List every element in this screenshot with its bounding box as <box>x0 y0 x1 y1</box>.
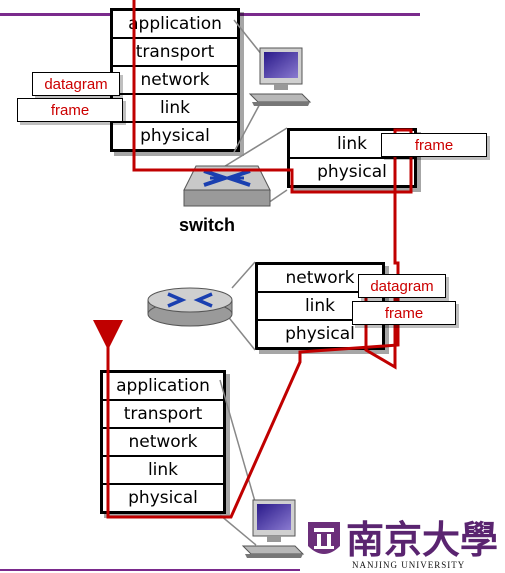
bottom-purple-rule <box>0 569 300 571</box>
top-frame-tag: frame <box>17 98 123 122</box>
bottom-application-layer: application <box>103 373 223 401</box>
top-host-protocol-stack: application transport network link physi… <box>110 8 240 152</box>
data-path-line <box>93 0 413 519</box>
callout-lines <box>219 19 288 546</box>
router-network-layer: network <box>258 265 382 293</box>
router-datagram-tag: datagram <box>358 274 446 298</box>
top-network-layer: network <box>113 67 237 95</box>
university-english-name: NANJING UNIVERSITY <box>352 560 466 570</box>
top-application-layer: application <box>113 11 237 39</box>
switch-physical-layer: physical <box>317 161 387 182</box>
bottom-computer-icon <box>241 499 305 558</box>
switch-icon <box>183 165 271 207</box>
switch-label: switch <box>179 215 236 235</box>
bottom-network-layer: network <box>103 429 223 457</box>
switch-link-layer: link <box>290 131 414 159</box>
top-physical-layer: physical <box>140 125 210 146</box>
bottom-host-protocol-stack: application transport network link physi… <box>100 370 226 514</box>
bottom-link-layer: link <box>103 457 223 485</box>
top-transport-layer: transport <box>113 39 237 67</box>
university-chinese-name: 南京大學 <box>346 517 498 562</box>
top-link-layer: link <box>113 95 237 123</box>
router-physical-layer: physical <box>285 323 355 344</box>
top-computer-icon <box>248 47 312 106</box>
top-datagram-tag: datagram <box>32 72 120 96</box>
router-icon <box>147 287 233 327</box>
bottom-transport-layer: transport <box>103 401 223 429</box>
router-link-layer: link <box>258 293 382 321</box>
university-seal-icon <box>308 522 340 554</box>
switch-frame-tag: frame <box>381 133 487 157</box>
bottom-physical-layer: physical <box>128 487 198 508</box>
router-frame-tag: frame <box>352 301 456 325</box>
